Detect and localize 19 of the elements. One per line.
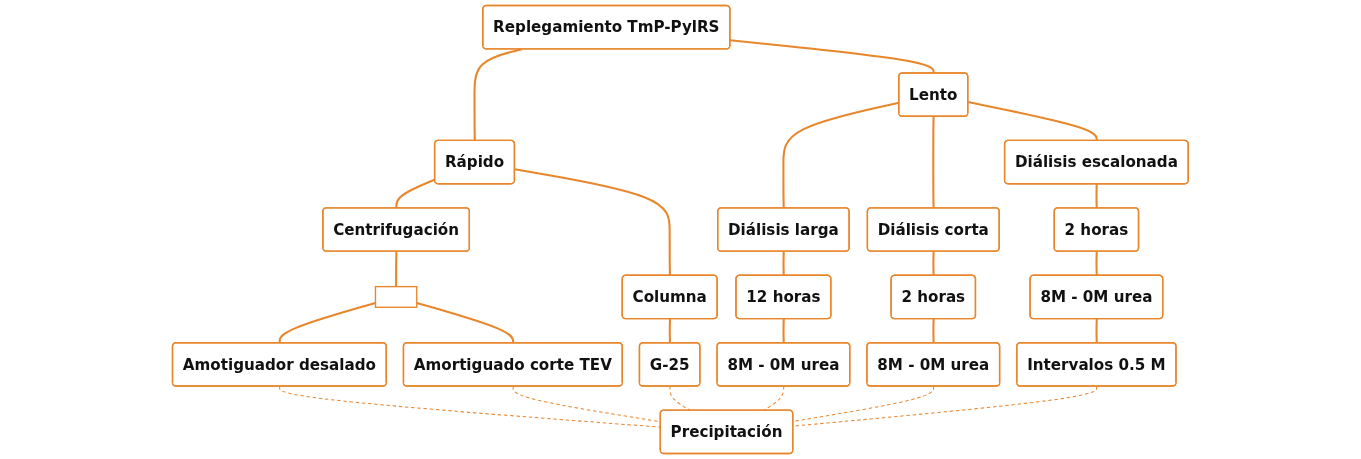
topic-box: Precipitación — [659, 409, 794, 455]
topic-box: Diálisis larga — [717, 207, 850, 252]
topic-box: G-25 — [638, 342, 701, 387]
topic-box: Diálisis corta — [866, 207, 1000, 252]
topic-box: 12 horas — [735, 274, 832, 320]
topic-box: 8M - 0M urea — [716, 342, 851, 387]
topic-box: Columna — [621, 274, 718, 320]
topic-box: Amortiguado corte TEV — [402, 342, 624, 387]
topic-box: Intervalos 0.5 M — [1016, 342, 1177, 387]
topic-box: 2 horas — [1053, 207, 1140, 252]
topic-box: Diálisis escalonada — [1004, 139, 1190, 185]
topic-box: Amotiguador desalado — [171, 342, 388, 387]
topic-box: Centrifugación — [322, 207, 471, 252]
topic-box: 8M - 0M urea — [866, 342, 1001, 387]
topic-box: Replegamiento TmP-PylRS — [482, 4, 731, 50]
topic-box: Lento — [898, 72, 969, 117]
topic-box: Rápido — [434, 139, 516, 185]
topic-box: 8M - 0M urea — [1029, 274, 1164, 320]
topic-box: 2 horas — [890, 274, 977, 320]
